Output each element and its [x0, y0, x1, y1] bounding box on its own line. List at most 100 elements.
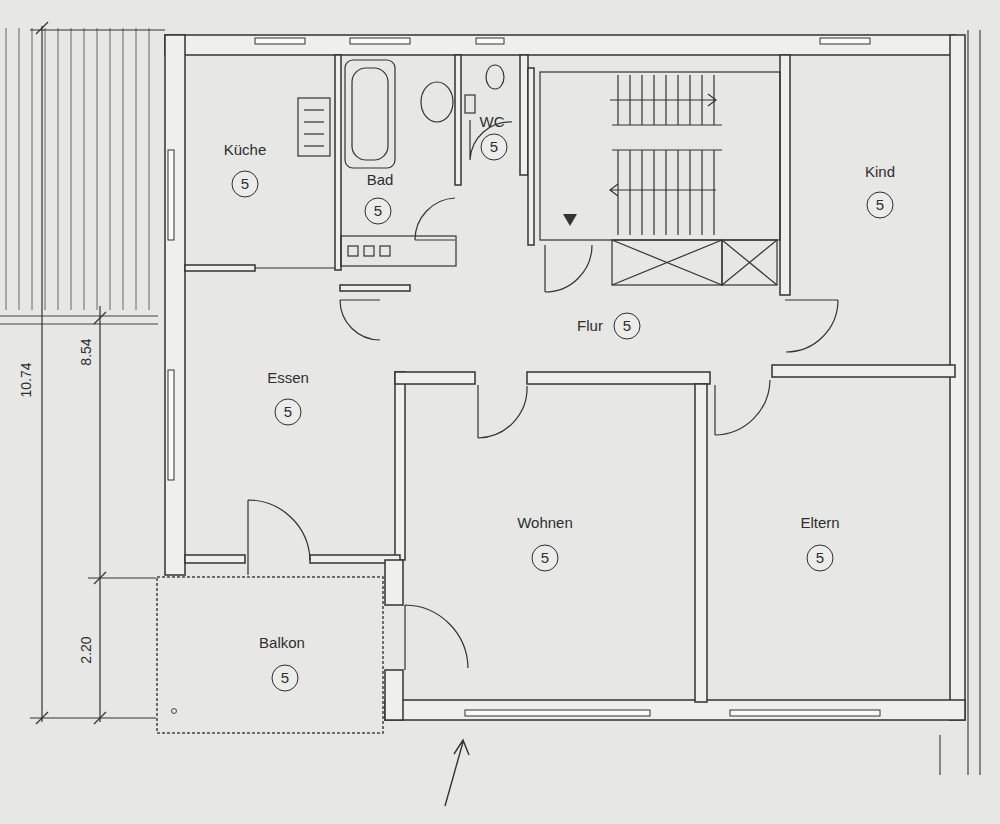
wall: [185, 265, 255, 271]
wall: [520, 55, 528, 175]
counter-box: [364, 246, 374, 256]
wall: [385, 670, 403, 720]
wall: [395, 372, 405, 560]
edge-line: [979, 30, 980, 775]
edge-line: [0, 323, 158, 324]
entry-arrow: [445, 740, 469, 806]
room: Flur 5: [335, 290, 775, 372]
room-number: 5: [614, 313, 641, 340]
dimension-label: 8.54: [78, 336, 94, 367]
window: [168, 150, 174, 240]
bathtub: [345, 60, 395, 168]
dimension-tick: [36, 22, 48, 34]
stairs: [540, 72, 780, 285]
shaft: [612, 240, 722, 285]
stove: [298, 98, 330, 156]
wall: [695, 384, 707, 702]
room: Essen 5: [185, 272, 395, 555]
dimension-tick: [94, 312, 106, 324]
stair-rail: [612, 124, 722, 125]
counter-box: [348, 246, 358, 256]
room-name: WC: [480, 113, 505, 131]
wall: [395, 372, 475, 384]
drain: [172, 709, 177, 714]
bathtub: [352, 68, 388, 160]
edge-line: [0, 315, 158, 316]
dimension-line: [41, 26, 42, 722]
extension-line: [30, 717, 156, 718]
room-name: Flur: [577, 317, 603, 335]
window: [255, 38, 305, 44]
edge-line: [939, 735, 940, 775]
window: [350, 38, 410, 44]
stove-line: [304, 109, 324, 110]
window: [168, 370, 174, 480]
hatch: [0, 28, 156, 310]
wall: [385, 560, 403, 605]
room-name: Bad: [367, 171, 394, 189]
shaft: [722, 240, 777, 285]
room: Eltern5: [707, 385, 950, 700]
door-swing: [405, 605, 468, 670]
toilet: [486, 65, 504, 89]
room-number: 5: [481, 134, 508, 161]
window: [820, 38, 870, 44]
room: WC 5: [461, 55, 520, 175]
shaft-cross: [722, 240, 777, 285]
wall: [780, 55, 790, 295]
shaft-cross: [612, 240, 722, 285]
room-name: Balkon: [259, 634, 305, 652]
extension-line: [30, 29, 165, 30]
stair-well: [540, 72, 780, 240]
window: [730, 710, 880, 716]
door-swing: [248, 500, 310, 575]
room-number: 5: [232, 171, 259, 198]
doors: [248, 120, 838, 670]
wall: [528, 68, 534, 245]
room: Wohnen 5: [405, 385, 695, 700]
walls: [165, 35, 965, 720]
extension-line: [88, 577, 156, 578]
room-number: 5: [532, 545, 559, 572]
door-swing: [340, 300, 380, 340]
room-number: 5: [272, 665, 299, 692]
edge-line: [967, 30, 968, 775]
room: Kind5: [790, 55, 950, 365]
stair-rail: [612, 149, 722, 150]
level-mark: [563, 214, 577, 226]
room-name: Wohnen: [517, 514, 573, 532]
window: [476, 38, 504, 44]
wall: [165, 35, 185, 575]
room: Bad5: [341, 55, 455, 235]
stair-arrow: [610, 184, 716, 196]
door-swing: [478, 385, 527, 438]
room-name: Küche: [224, 141, 267, 159]
dimension-lines: [30, 22, 165, 724]
counter-box: [380, 246, 390, 256]
room-number: 5: [867, 192, 894, 219]
wall: [185, 555, 245, 563]
room-number: 5: [275, 399, 302, 426]
dimension-label: 2.20: [78, 634, 94, 665]
wall: [455, 55, 461, 185]
stove-line: [304, 121, 324, 122]
door-swing: [785, 300, 838, 352]
door-swing: [545, 245, 592, 292]
room-name: Essen: [267, 369, 309, 387]
door-swing: [415, 198, 455, 240]
stair-arrow: [610, 94, 716, 106]
windows: [168, 38, 880, 716]
balcony-outline: [157, 577, 383, 733]
stair-steps: [618, 150, 714, 235]
room-number: 5: [807, 545, 834, 572]
wall: [335, 55, 341, 270]
door-swing: [715, 380, 770, 435]
wall: [772, 365, 955, 377]
shaft-cross: [722, 240, 777, 285]
dimension-label: 10.74: [18, 360, 34, 399]
wall: [527, 372, 710, 384]
wall: [165, 35, 955, 55]
shaft-cross: [612, 240, 722, 285]
wall: [385, 700, 965, 720]
